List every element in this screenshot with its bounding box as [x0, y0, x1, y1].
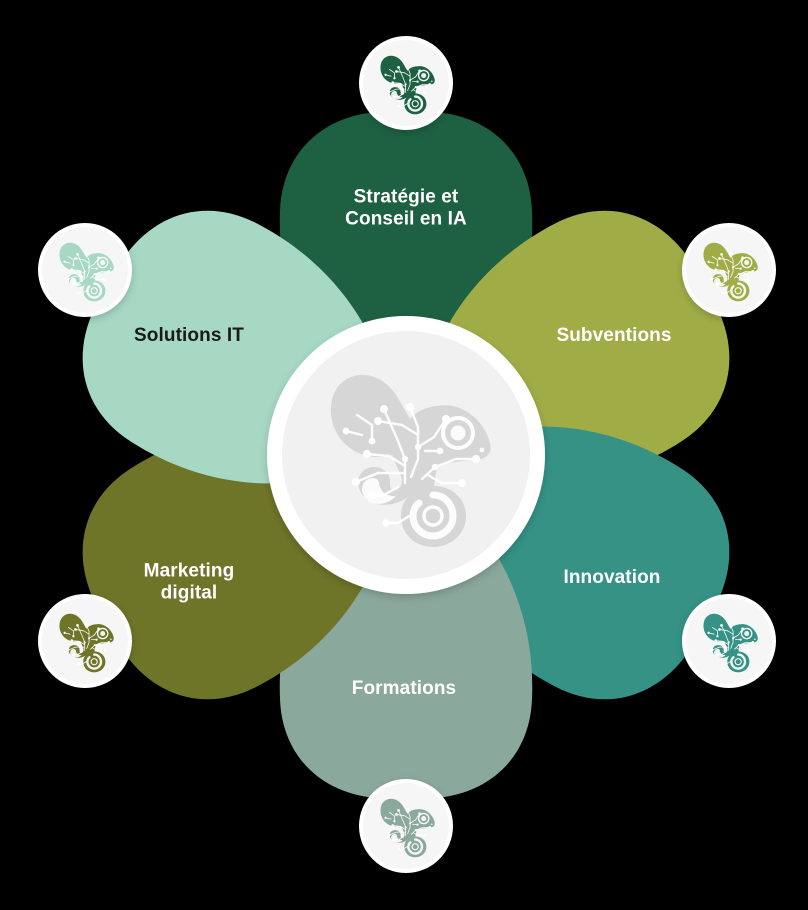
badge-innovation[interactable]	[682, 594, 776, 688]
badge-marketing-digital[interactable]	[38, 594, 132, 688]
badge-formations[interactable]	[359, 779, 453, 873]
badge-solutions-it[interactable]	[38, 223, 132, 317]
center-logo	[267, 316, 545, 594]
badge-group	[38, 36, 776, 873]
badge-subventions[interactable]	[682, 223, 776, 317]
badge-strategie-conseil-ia[interactable]	[359, 36, 453, 130]
